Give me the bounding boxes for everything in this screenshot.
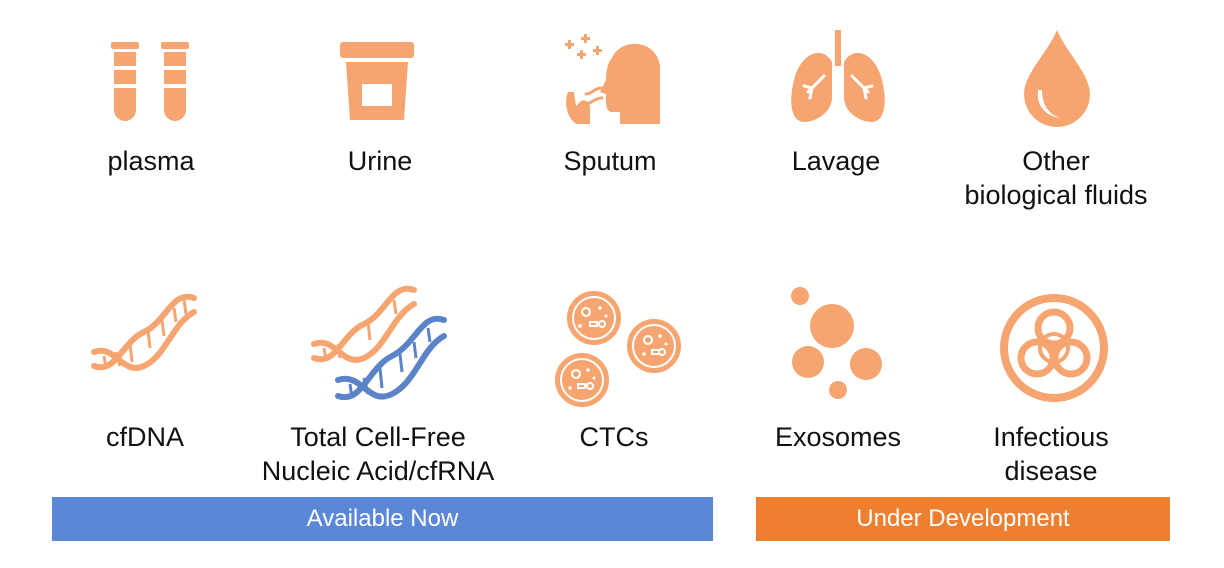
- label-line: Other: [1022, 146, 1090, 176]
- test-tubes-icon: [111, 42, 189, 121]
- biohazard-icon: [1000, 294, 1108, 402]
- label-line: biological fluids: [964, 180, 1148, 210]
- label-line: Total Cell-Free: [290, 422, 466, 452]
- specimen-cup-icon: [340, 42, 414, 120]
- lungs-icon: [791, 30, 885, 122]
- coughing-person-icon: [565, 34, 660, 124]
- label-lavage: Lavage: [791, 146, 881, 176]
- label-infectious-disease: Infectious disease: [993, 420, 1109, 488]
- label-line: Nucleic Acid/cfRNA: [261, 456, 495, 486]
- label-line: disease: [1004, 456, 1098, 486]
- label-ctcs: CTCs: [579, 422, 649, 452]
- cells-icon: [555, 291, 681, 407]
- label-urine: Urine: [347, 146, 413, 176]
- label-sputum: Sputum: [563, 146, 657, 176]
- label-cfdna: cfDNA: [105, 422, 185, 452]
- under-development-bar: Under Development: [756, 497, 1170, 541]
- label-other-biological-fluids: Other biological fluids: [964, 144, 1147, 212]
- dna-icon: [91, 293, 197, 371]
- double-dna-icon: [311, 285, 447, 401]
- label-line: Infectious: [993, 422, 1109, 452]
- droplet-icon: [1024, 30, 1090, 127]
- available-now-bar: Available Now: [52, 497, 713, 541]
- label-plasma: plasma: [107, 146, 195, 176]
- label-total-cell-free-nucleic-acid: Total Cell-Free Nucleic Acid/cfRNA: [262, 420, 495, 488]
- vesicles-icon: [791, 287, 882, 399]
- label-exosomes: Exosomes: [774, 422, 902, 452]
